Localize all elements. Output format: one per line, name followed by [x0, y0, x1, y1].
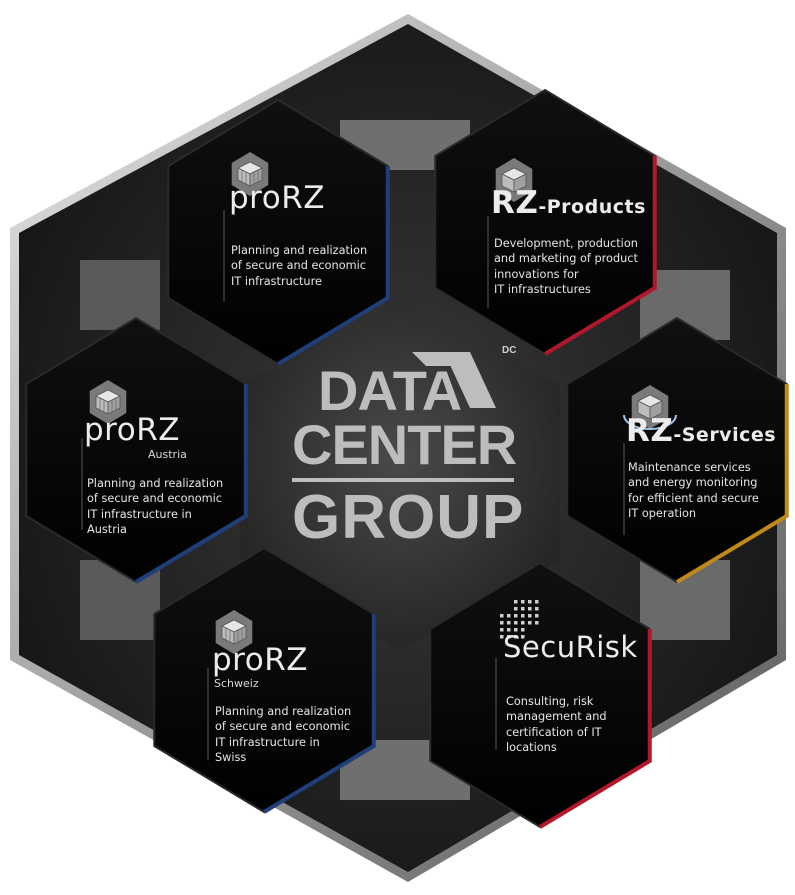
cube-rotate-icon	[623, 385, 677, 430]
module-title-strong: RZ	[626, 413, 674, 449]
dot-matrix-icon	[500, 600, 539, 639]
module-title: SecuRisk	[503, 630, 638, 664]
connector-right-top	[640, 270, 730, 340]
module-accent-edge	[538, 629, 652, 829]
cube-grid-icon	[89, 380, 127, 424]
module-accent-edge	[543, 156, 657, 356]
module-subtitle: Schweiz	[214, 677, 259, 690]
module-title: RZ-Products	[491, 185, 646, 221]
module-description: Planning and realization of secure and e…	[231, 244, 368, 288]
module-subtitle: Austria	[148, 448, 187, 461]
module-title: RZ-Services	[626, 413, 776, 449]
module-accent-edge	[262, 614, 376, 814]
module-title: proRZ	[212, 642, 308, 678]
connector-right-bottom	[640, 560, 730, 640]
module-title-strong: RZ	[491, 185, 539, 221]
logo-badge: DC	[502, 345, 517, 356]
logo-center-word: CENTER	[292, 413, 517, 476]
logo-data-word: DATA	[318, 359, 462, 422]
cube-icon	[495, 158, 533, 202]
module-accent-edge	[675, 384, 789, 584]
connector-left-top	[80, 260, 160, 330]
module-description: Maintenance services and energy monitori…	[628, 461, 759, 521]
cube-grid-icon	[215, 610, 253, 654]
logo-roof-mark	[412, 352, 470, 366]
module-title-rest: -Products	[538, 196, 646, 218]
cube-grid-icon	[231, 152, 269, 196]
module-accent-edge	[134, 384, 248, 584]
module-description: Planning and realization of secure and e…	[87, 477, 224, 537]
module-description: Planning and realization of secure and e…	[215, 705, 352, 765]
module-title: proRZ	[84, 412, 180, 448]
module-title: proRZ	[229, 180, 325, 216]
module-description: Consulting, risk management and certific…	[506, 695, 607, 755]
module-title-rest: -Services	[673, 424, 777, 446]
logo-divider	[292, 478, 514, 482]
logo-group-word: GROUP	[292, 483, 525, 552]
module-description: Development, production and marketing of…	[494, 237, 638, 297]
module-accent-edge	[276, 166, 390, 366]
